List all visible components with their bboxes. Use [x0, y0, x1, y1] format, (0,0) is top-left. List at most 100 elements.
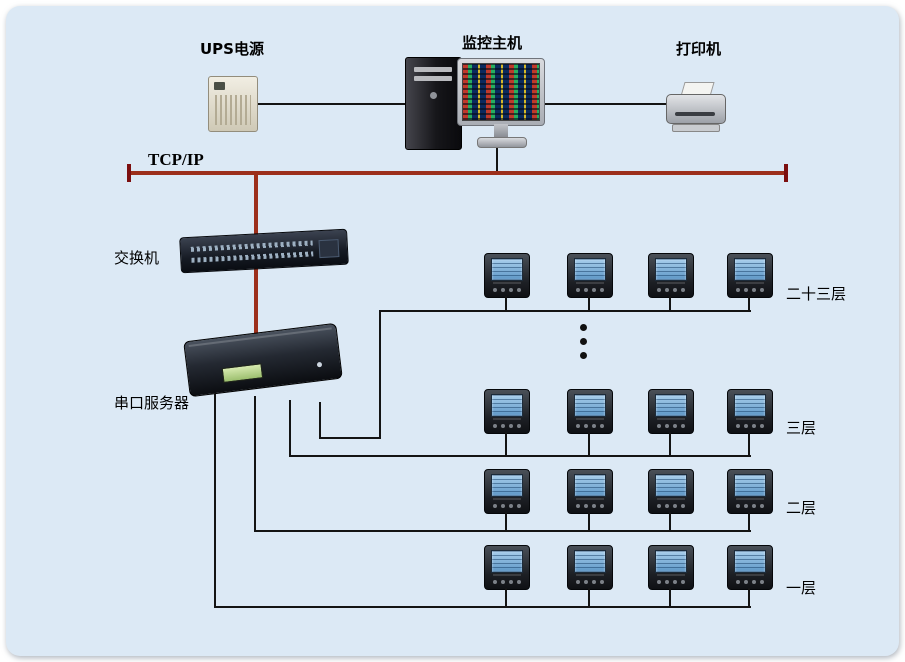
switch-label: 交换机 [114, 249, 160, 267]
continuation-dot [580, 352, 587, 359]
meter-buttons [493, 502, 521, 509]
ups-device [208, 76, 258, 132]
serial-server-label: 串口服务器 [114, 394, 190, 412]
continuation-dot [580, 324, 587, 331]
switch-ports-row [190, 240, 313, 252]
power-meter [648, 469, 694, 514]
meter-screen [574, 550, 606, 573]
meter-buttons [736, 286, 764, 293]
meter-screen [491, 474, 523, 497]
meter-label-strip [576, 498, 604, 500]
wire-switch-server [254, 264, 258, 336]
meter-label-strip [493, 282, 521, 284]
meter-drop-wire [505, 512, 507, 532]
power-meter [484, 545, 530, 590]
meter-screen [655, 474, 687, 497]
power-meter [567, 469, 613, 514]
power-meter [484, 469, 530, 514]
meter-drop-wire [505, 588, 507, 608]
meter-screen [655, 550, 687, 573]
host-monitor [457, 58, 545, 126]
meter-buttons [493, 422, 521, 429]
meter-label-strip [736, 498, 764, 500]
power-button-icon [430, 92, 437, 99]
power-meter [727, 389, 773, 434]
tcpip-bus-line [130, 171, 787, 175]
power-meter [484, 389, 530, 434]
meter-label-strip [657, 498, 685, 500]
meter-buttons [576, 502, 604, 509]
ups-display [214, 82, 225, 90]
meter-screen [574, 474, 606, 497]
tcpip-label: TCP/IP [148, 150, 204, 169]
meter-label-strip [493, 574, 521, 576]
meter-drop-wire [748, 296, 750, 312]
meter-screen [655, 258, 687, 281]
floor-label-23: 二十三层 [786, 285, 847, 303]
power-meter [567, 545, 613, 590]
meter-drop-wire [669, 296, 671, 312]
meter-drop-wire [588, 296, 590, 312]
printer-label: 打印机 [676, 40, 722, 58]
power-meter [727, 469, 773, 514]
meter-drop-wire [669, 588, 671, 608]
meter-label-strip [657, 574, 685, 576]
floor-bus-2 [254, 530, 751, 532]
meter-label-strip [576, 282, 604, 284]
feeder-floor-2 [254, 396, 256, 532]
feeder-floor-23-v1 [319, 402, 321, 439]
floor-label-3: 三层 [786, 419, 817, 437]
meter-buttons [657, 502, 685, 509]
feeder-floor-23-v2 [379, 310, 381, 439]
meter-drop-wire [588, 512, 590, 532]
meter-buttons [493, 286, 521, 293]
server-led [316, 361, 323, 368]
meter-drop-wire [669, 512, 671, 532]
power-meter [567, 253, 613, 298]
meter-buttons [576, 422, 604, 429]
meter-drop-wire [669, 432, 671, 457]
monitoring-screen [462, 63, 540, 121]
power-meter [648, 545, 694, 590]
feeder-floor-23-step [319, 437, 381, 439]
meter-buttons [493, 578, 521, 585]
meter-drop-wire [748, 588, 750, 608]
feeder-floor-1 [214, 394, 216, 608]
printer-tray [672, 124, 720, 132]
meter-drop-wire [748, 432, 750, 457]
server-top-highlight [188, 327, 332, 347]
meter-label-strip [736, 574, 764, 576]
meter-buttons [576, 578, 604, 585]
meter-drop-wire [588, 432, 590, 457]
wire-host-bus [496, 146, 498, 173]
meter-screen [574, 258, 606, 281]
meter-buttons [657, 286, 685, 293]
monitor-base [477, 137, 527, 148]
power-meter [727, 545, 773, 590]
meter-screen [655, 394, 687, 417]
ups-label: UPS电源 [200, 40, 264, 58]
meter-drop-wire [505, 432, 507, 457]
meter-screen [491, 394, 523, 417]
meter-label-strip [493, 498, 521, 500]
meter-screen [574, 394, 606, 417]
wire-bus-switch [254, 175, 258, 237]
host-tower [405, 57, 462, 150]
monitor-stand [494, 124, 508, 138]
meter-label-strip [736, 418, 764, 420]
meter-label-strip [657, 282, 685, 284]
meter-buttons [736, 578, 764, 585]
monitor-host-label: 监控主机 [462, 34, 523, 52]
meter-screen [491, 550, 523, 573]
meter-screen [734, 258, 766, 281]
meter-buttons [576, 286, 604, 293]
meter-screen [491, 258, 523, 281]
server-lcd-screen [221, 363, 264, 383]
meter-label-strip [493, 418, 521, 420]
floor-bus-1 [214, 606, 751, 608]
meter-screen [734, 474, 766, 497]
power-meter [648, 253, 694, 298]
wire-ups-host [256, 103, 406, 105]
switch-device [179, 228, 349, 274]
